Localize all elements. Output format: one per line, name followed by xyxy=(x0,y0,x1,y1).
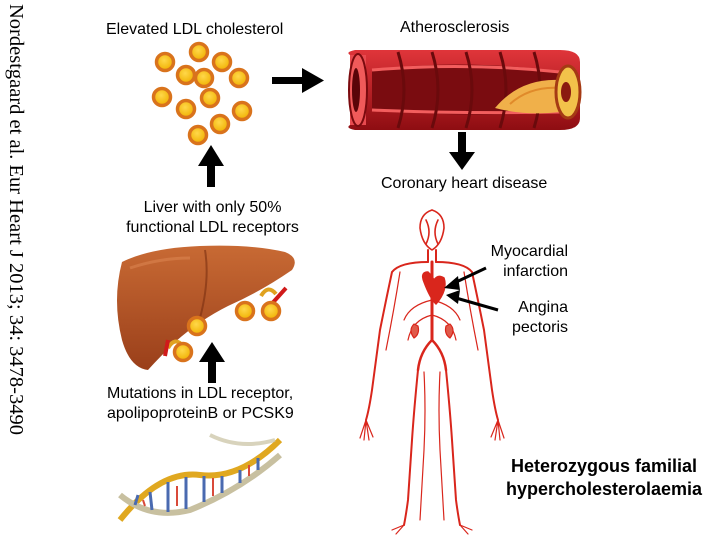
ldl-particle-icon xyxy=(151,86,173,108)
arrow-down-icon xyxy=(449,132,475,170)
label-mutations: Mutations in LDL receptor, apolipoprotei… xyxy=(107,384,294,424)
title-line1: Heterozygous familial xyxy=(510,456,698,476)
label-angina-line2: pectoris xyxy=(511,319,568,336)
dna-helix-illustration xyxy=(117,433,283,522)
arrow-right-icon xyxy=(272,68,324,93)
heart-icon xyxy=(421,271,446,305)
ldl-particle-icon xyxy=(211,51,233,73)
liver-illustration xyxy=(117,245,295,370)
kidney-icon xyxy=(410,323,420,339)
pointer-arrow-icon xyxy=(446,290,499,312)
pointer-arrow-icon xyxy=(444,266,487,290)
ldl-particle-icon xyxy=(234,300,256,322)
ldl-particle-icon xyxy=(193,67,215,89)
ldl-particle-cluster xyxy=(151,41,253,146)
ldl-particle-icon xyxy=(175,98,197,120)
ldl-particle-icon xyxy=(187,124,209,146)
ldl-particle-icon xyxy=(199,87,221,109)
title-line2: hypercholesterolaemia xyxy=(505,479,703,499)
arrow-up-icon xyxy=(198,145,224,187)
ldl-particle-icon xyxy=(260,300,282,322)
circulatory-system-figure xyxy=(359,209,505,535)
label-myocardial-line1: Myocardial xyxy=(490,243,568,260)
arrow-up-icon xyxy=(199,342,225,383)
label-liver: Liver with only 50% functional LDL recep… xyxy=(100,198,325,238)
label-elevated-ldl: Elevated LDL cholesterol xyxy=(106,21,284,38)
label-mutations-line1: Mutations in LDL receptor, xyxy=(107,385,294,402)
label-liver-line2: functional LDL receptors xyxy=(126,219,299,236)
label-angina-line1: Angina xyxy=(518,299,568,316)
label-myocardial: Myocardial infarction xyxy=(460,242,568,282)
ldl-particle-icon xyxy=(175,64,197,86)
label-myocardial-line2: infarction xyxy=(503,263,568,280)
ldl-particle-icon xyxy=(154,51,176,73)
ldl-particle-icon xyxy=(188,41,210,63)
label-atherosclerosis: Atherosclerosis xyxy=(400,19,510,36)
ldl-particle-icon xyxy=(186,315,208,337)
kidney-icon xyxy=(444,323,454,339)
ldl-particle-icon xyxy=(172,341,194,363)
title: Heterozygous familial hypercholesterolae… xyxy=(490,455,718,501)
ldl-particle-icon xyxy=(231,100,253,122)
artery-illustration xyxy=(348,50,582,130)
ldl-particle-icon xyxy=(228,67,250,89)
label-coronary: Coronary heart disease xyxy=(381,175,548,192)
liver-ldl-particles xyxy=(172,300,282,363)
label-liver-line1: Liver with only 50% xyxy=(143,199,282,216)
label-angina: Angina pectoris xyxy=(470,298,568,338)
ldl-particle-icon xyxy=(209,113,231,135)
label-mutations-line2: apolipoproteinB or PCSK9 xyxy=(107,405,294,422)
